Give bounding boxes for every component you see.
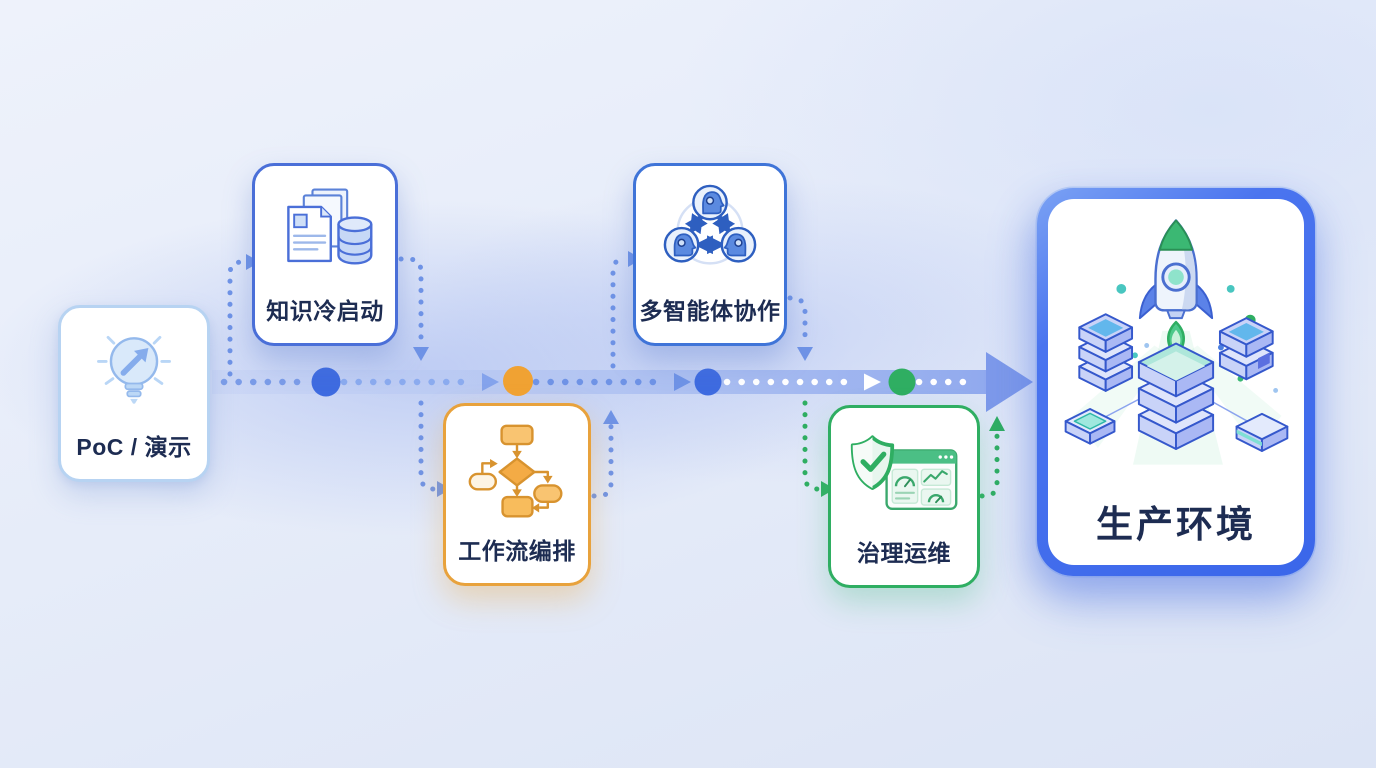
production-card: 生产环境 [1048, 199, 1304, 565]
stage-workflow-orchestration: 工作流编排 [443, 403, 591, 586]
stage-label-agents: 多智能体协作 [639, 298, 781, 324]
multi-agent-heads-icon [663, 184, 757, 265]
governance-icon-wrap [831, 408, 977, 534]
shield-dashboard-icon [850, 435, 958, 510]
band-arrow-icon [864, 373, 881, 391]
stage-label-production: 生产环境 [1096, 504, 1256, 545]
stage-production-environment: 生产环境 [1037, 188, 1315, 576]
agent-head-right [720, 226, 757, 263]
stage-label-knowledge: 知识冷启动 [266, 298, 384, 324]
timeline-band [212, 370, 990, 394]
agent-head-top [692, 184, 728, 221]
agents-icon-wrap [636, 166, 784, 292]
milestone-knowledge [311, 367, 341, 397]
rocket-servers-icon [1064, 219, 1289, 465]
milestone-workflow [503, 366, 533, 396]
stage-governance-ops: 治理运维 [828, 405, 980, 588]
stage-label-poc: PoC / 演示 [76, 434, 192, 460]
stage-label-workflow: 工作流编排 [458, 538, 576, 564]
milestone-agents [694, 368, 722, 396]
lightbulb-arrow-icon [97, 335, 171, 404]
rocket-icon [1138, 219, 1214, 359]
knowledge-icon-wrap [255, 166, 395, 292]
timeline-arrowhead-icon [986, 352, 1033, 412]
documents-database-icon [287, 188, 373, 265]
band-arrow-icon [482, 373, 499, 391]
workflow-icon-wrap [446, 406, 588, 532]
stage-poc: PoC / 演示 [58, 305, 210, 482]
stage-label-governance: 治理运维 [857, 540, 951, 566]
stage-multi-agent: 多智能体协作 [633, 163, 787, 346]
poc-icon-wrap [61, 308, 207, 428]
stage-knowledge-cold-start: 知识冷启动 [252, 163, 398, 346]
agent-head-left [663, 226, 700, 263]
band-arrow-icon [674, 373, 691, 391]
flowchart-icon [468, 424, 563, 518]
server-cluster [1064, 313, 1289, 452]
milestone-governance [888, 368, 916, 396]
